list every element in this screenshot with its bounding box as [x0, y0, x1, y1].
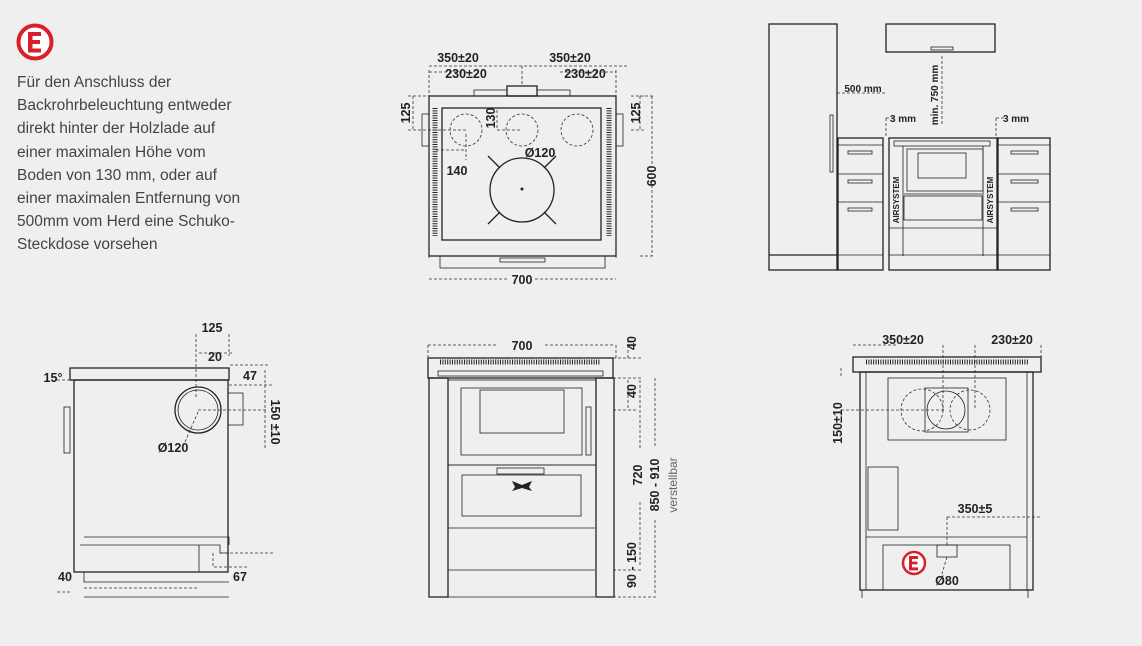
- side-view-drawing: 125 20 47 150 ±10 Ø120 15° 40 67: [44, 321, 282, 598]
- dim-40-second: 40: [625, 384, 639, 398]
- dim-700: 700: [512, 339, 533, 353]
- dim-3mm-right: 3 mm: [1003, 114, 1029, 125]
- dim-350-right: 350±20: [549, 51, 591, 65]
- airsystem-label-left: AIRSYSTEM: [892, 176, 901, 223]
- dim-3mm-left: 3 mm: [890, 114, 916, 125]
- dim-350-20: 350±20: [882, 333, 924, 347]
- electric-E-icon: [16, 23, 54, 61]
- dim-67: 67: [233, 570, 247, 584]
- dim-20: 20: [208, 350, 222, 364]
- dim-230-20: 230±20: [991, 333, 1033, 347]
- dim-130: 130: [484, 108, 498, 129]
- dim-diameter-120: Ø120: [525, 146, 556, 160]
- dim-min-750mm: min. 750 mm: [930, 65, 941, 126]
- dim-150-10: 150±10: [831, 402, 845, 444]
- note-line: Steckdose vorsehen: [17, 236, 158, 254]
- dim-140: 140: [447, 164, 468, 178]
- note-line: 500mm vom Herd eine Schuko-: [17, 213, 235, 231]
- dim-150-10: 150 ±10: [268, 399, 282, 444]
- note-line: Boden von 130 mm, oder auf: [17, 166, 217, 184]
- kitchen-installation-drawing: 500 mm 3 mm 3 mm min. 750 mm AIRSYSTEM A…: [768, 23, 1051, 271]
- airsystem-label-right: AIRSYSTEM: [986, 176, 995, 223]
- dim-350-5: 350±5: [958, 502, 993, 516]
- front-view-drawing: 700 40 40 720 850 - 910 verstellbar 90 -…: [427, 336, 680, 598]
- dim-230-right: 230±20: [564, 67, 606, 81]
- back-view-drawing: 350±20 230±20 150±10 350±5 Ø80: [831, 333, 1042, 598]
- dim-47: 47: [243, 369, 257, 383]
- dim-125-left: 125: [399, 103, 413, 124]
- dim-700: 700: [512, 273, 533, 287]
- top-view-drawing: 350±20 350±20 230±20 230±20 125 125 130 …: [399, 51, 659, 287]
- dim-40-top: 40: [625, 336, 639, 350]
- dim-diameter-120: Ø120: [158, 441, 189, 455]
- dim-720: 720: [631, 465, 645, 486]
- dim-350-left: 350±20: [437, 51, 479, 65]
- dim-125-right: 125: [629, 103, 643, 124]
- note-line: einer maximalen Entfernung von: [17, 190, 241, 208]
- note-line: direkt hinter der Holzlade auf: [17, 120, 216, 138]
- dim-850-910: 850 - 910: [648, 459, 662, 512]
- dim-125: 125: [202, 321, 223, 335]
- dim-diameter-80: Ø80: [935, 574, 959, 588]
- note-line: Für den Anschluss der: [17, 74, 172, 91]
- note-line: Backrohrbeleuchtung entweder: [17, 97, 232, 115]
- dim-230-left: 230±20: [445, 67, 487, 81]
- dim-600: 600: [645, 166, 659, 187]
- dim-15-degree: 15°: [44, 371, 63, 385]
- dim-90-150: 90 - 150: [625, 542, 639, 588]
- note-line: einer maximalen Höhe vom: [17, 143, 206, 161]
- electric-E-icon: [901, 550, 927, 576]
- dim-40: 40: [58, 570, 72, 584]
- dim-verstellbar: verstellbar: [666, 457, 680, 512]
- connection-note: Für den Anschluss der Backrohrbeleuchtun…: [17, 71, 257, 257]
- dim-500mm: 500 mm: [844, 84, 881, 95]
